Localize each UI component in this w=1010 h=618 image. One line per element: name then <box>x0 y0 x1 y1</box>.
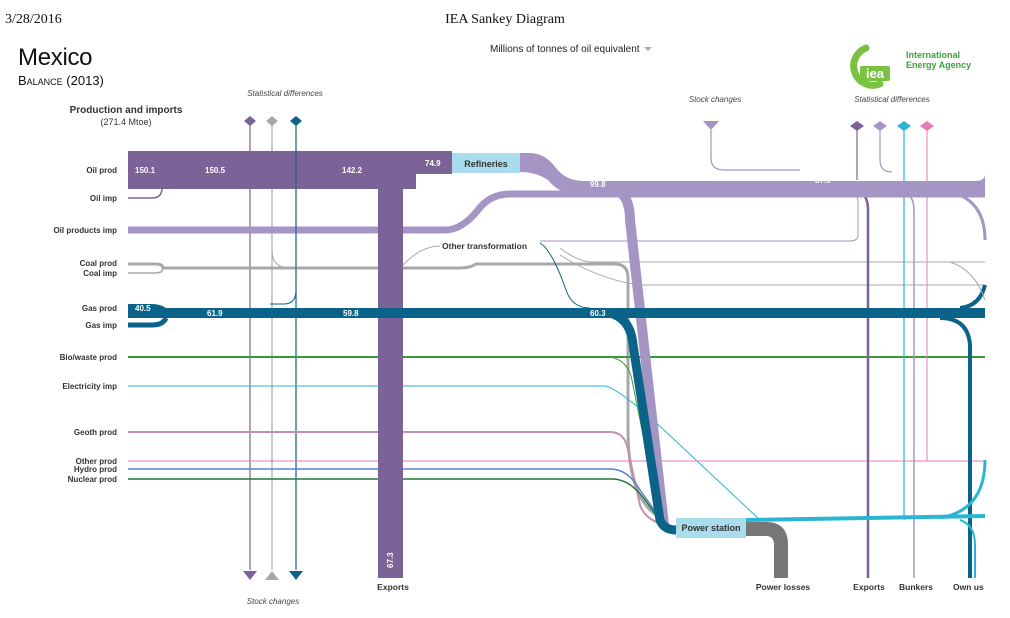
oil-exports-flow <box>378 178 416 578</box>
bunkers-label: Bunkers <box>899 582 933 592</box>
stat-diff-right-label: Statistical differences <box>854 95 930 104</box>
electricity-imp-flow <box>128 385 761 521</box>
units-label: Millions of tonnes of oil equivalent <box>490 44 640 55</box>
coal-stat-diff-arrow-icon <box>266 116 278 126</box>
logo-text-line1: International <box>906 50 961 60</box>
source-label-hydro-prod: Hydro prod <box>74 465 117 474</box>
source-label-oil-products-imp: Oil products imp <box>53 226 117 235</box>
source-label-geoth-prod: Geoth prod <box>74 428 117 437</box>
value-gas-prod: 40.5 <box>135 304 151 313</box>
exports-left-label: Exports <box>377 582 409 592</box>
print-date: 3/28/2016 <box>5 12 62 27</box>
coal-imp-flow <box>128 267 164 274</box>
value-oil-prod: 150.1 <box>135 166 156 175</box>
value-gas-mid: 59.8 <box>343 309 359 318</box>
stat-diff-right-oil-products-arrow-icon <box>873 121 887 131</box>
source-label-other-prod: Other prod <box>76 457 117 466</box>
gas-stat-diff-arrow-icon <box>290 116 302 126</box>
oil-products-stat-diff-right-flow <box>879 130 893 173</box>
value-oil-products-right: 72.4 <box>928 174 944 183</box>
source-labels: Oil prod Oil imp Oil products imp Coal p… <box>53 166 117 484</box>
source-label-electricity-imp: Electricity imp <box>62 382 117 391</box>
stat-diff-right-other-arrow-icon <box>920 121 934 131</box>
logo-text: International Energy Agency <box>906 50 971 70</box>
oil-products-to-power-flow <box>616 188 669 526</box>
electricity-up-flow <box>939 459 987 520</box>
oil-products-right-curve-b <box>949 261 986 301</box>
value-oil-to-refineries: 74.9 <box>425 159 441 168</box>
geoth-prod-flow <box>128 431 666 526</box>
source-label-coal-prod: Coal prod <box>80 259 117 268</box>
stat-diff-right-electricity-arrow-icon <box>897 121 911 131</box>
gas-stat-diff-flow <box>270 125 297 305</box>
oil-products-imp-thick-flow <box>128 190 985 234</box>
coal-stat-diff-flow <box>271 125 291 269</box>
nuclear-prod-flow <box>128 478 666 528</box>
refinery-output-flow <box>520 153 985 195</box>
iea-logo: iea <box>850 44 890 89</box>
own-use-label: Own us <box>953 582 984 592</box>
logo-text-line2: Energy Agency <box>906 60 972 70</box>
gas-imp-flow <box>128 316 169 328</box>
gas-right-up-flow <box>959 284 987 310</box>
power-station-label: Power station <box>681 523 740 533</box>
gas-to-other-transformation-flow <box>539 242 591 309</box>
coal-stock-change-arrow-icon <box>265 571 279 580</box>
exports-right-label: Exports <box>853 582 885 592</box>
power-station-box[interactable] <box>676 518 746 538</box>
refineries-label: Refineries <box>464 159 508 169</box>
coal-to-final-flow <box>559 247 985 263</box>
balance-subtitle: Balance (2013) <box>18 73 104 88</box>
gas-to-own-use-flow <box>939 316 972 578</box>
units-dropdown[interactable]: Millions of tonnes of oil equivalent <box>490 44 652 55</box>
value-oil-products-mid: 87.9 <box>815 176 831 185</box>
hydro-prod-flow <box>128 468 666 526</box>
gas-prod-trunk <box>128 304 985 318</box>
source-label-bio-waste-prod: Bio/waste prod <box>60 353 117 362</box>
stat-diff-right-oil-arrow-icon <box>850 121 864 131</box>
source-label-coal-imp: Coal imp <box>83 269 117 278</box>
stock-changes-right-flow <box>710 130 800 171</box>
production-total: (271.4 Mtoe) <box>100 117 151 127</box>
source-label-gas-imp: Gas imp <box>85 321 117 330</box>
oil-stock-change-arrow-icon <box>243 571 257 580</box>
stock-changes-top-label: Stock changes <box>689 95 741 104</box>
value-oil-after-imp: 150.5 <box>205 166 226 175</box>
power-losses-label: Power losses <box>756 582 811 592</box>
logo-mark: iea <box>866 66 885 81</box>
oil-products-right-curve-a <box>939 188 987 241</box>
value-refinery-output: 99.8 <box>590 180 606 189</box>
production-title: Production and imports <box>70 105 183 116</box>
print-title: IEA Sankey Diagram <box>445 12 565 27</box>
source-label-nuclear-prod: Nuclear prod <box>68 475 117 484</box>
gas-to-power-flow <box>608 308 677 535</box>
bio-to-power-flow <box>609 356 659 511</box>
value-gas-after-imp: 61.9 <box>207 309 223 318</box>
electricity-own-use-flow <box>959 519 976 578</box>
refineries-box[interactable] <box>452 153 520 173</box>
stock-changes-right-arrow-icon <box>703 121 719 130</box>
coal-right-flow <box>559 254 985 286</box>
oil-stat-diff-arrow-icon <box>244 116 256 126</box>
oil-to-refineries-flow <box>400 151 452 174</box>
source-label-oil-imp: Oil imp <box>90 194 117 203</box>
chevron-down-icon[interactable] <box>643 47 652 52</box>
value-oil-after-exports: 142.2 <box>342 166 363 175</box>
stat-diff-left-label: Statistical differences <box>247 89 323 98</box>
source-label-gas-prod: Gas prod <box>82 304 117 313</box>
gas-stock-change-arrow-icon <box>289 571 303 580</box>
oil-prod-trunk <box>128 151 416 189</box>
coal-to-other-transformation-flow <box>399 245 441 269</box>
source-label-oil-prod: Oil prod <box>86 166 117 175</box>
country-title: Mexico <box>18 44 93 71</box>
power-losses-flow <box>746 522 788 578</box>
stock-changes-bottom-label: Stock changes <box>247 597 299 606</box>
other-transformation-label: Other transformation <box>442 241 527 251</box>
value-oil-exports: 67.3 <box>386 552 395 568</box>
value-gas-to-power: 60.3 <box>590 309 606 318</box>
